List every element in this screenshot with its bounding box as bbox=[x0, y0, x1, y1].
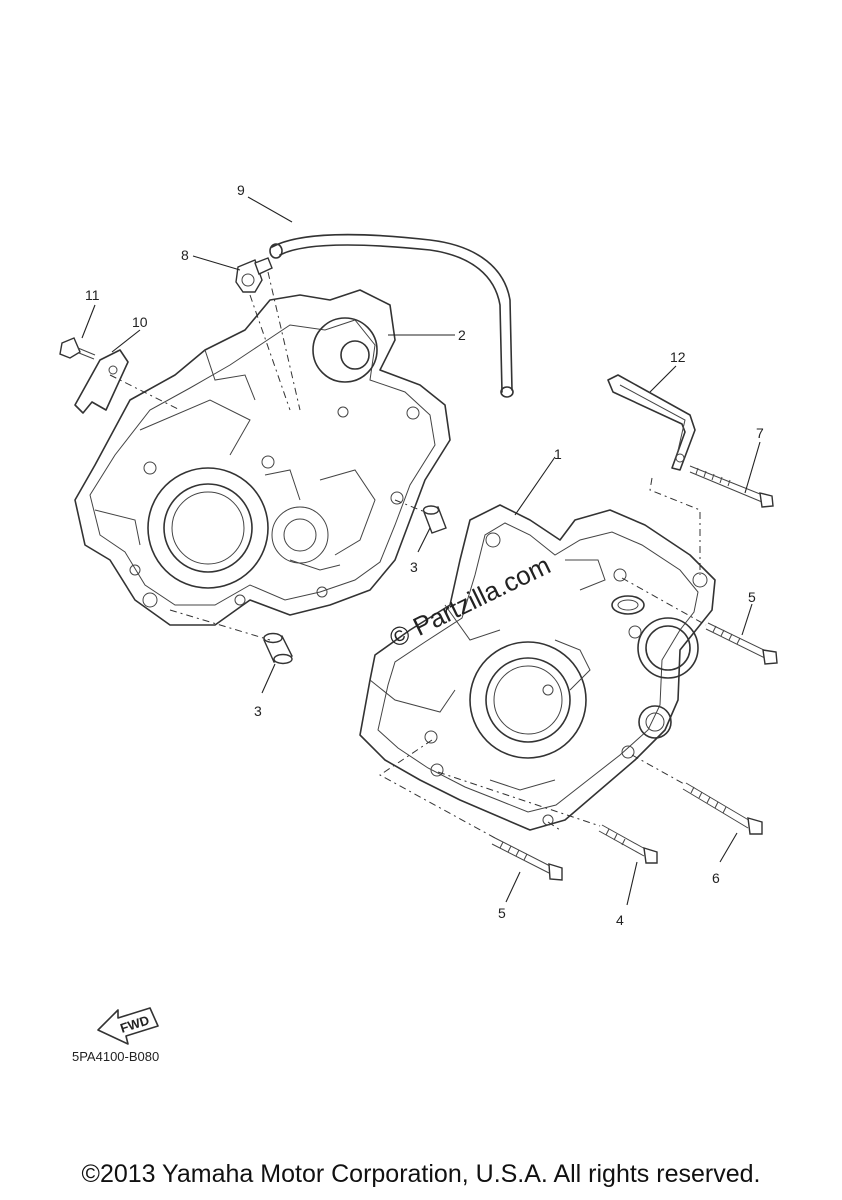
callout-2: 2 bbox=[458, 327, 466, 343]
callout-5-lower: 5 bbox=[498, 905, 506, 921]
callout-11: 11 bbox=[85, 287, 100, 303]
callout-12: 12 bbox=[670, 349, 686, 365]
right-crankcase bbox=[359, 504, 716, 831]
bolt-5-upper bbox=[705, 622, 778, 665]
bolt-5-lower bbox=[491, 837, 563, 881]
callout-5-upper: 5 bbox=[748, 589, 756, 605]
leader-lines bbox=[81, 196, 761, 906]
bolt-4 bbox=[598, 824, 658, 864]
callout-4: 4 bbox=[616, 912, 624, 928]
callout-6: 6 bbox=[712, 870, 720, 886]
copyright-notice: ©2013 Yamaha Motor Corporation, U.S.A. A… bbox=[81, 1160, 761, 1188]
bolt-7 bbox=[689, 465, 774, 508]
callout-9: 9 bbox=[237, 182, 245, 198]
assembly-lines bbox=[109, 271, 707, 839]
bolt-11 bbox=[59, 337, 96, 360]
left-crankcase bbox=[74, 289, 451, 626]
callout-8: 8 bbox=[181, 247, 189, 263]
callout-7: 7 bbox=[756, 425, 764, 441]
callout-1: 1 bbox=[554, 446, 562, 462]
fwd-arrow-icon: FWD bbox=[97, 1007, 159, 1045]
dowel-pin-lower bbox=[263, 632, 293, 665]
bolt-6 bbox=[682, 782, 763, 835]
bracket-10 bbox=[74, 349, 129, 414]
hose-fitting bbox=[235, 257, 273, 293]
callout-labels: 1 2 3 3 4 5 5 6 7 8 9 10 11 12 bbox=[85, 182, 764, 928]
guide-12 bbox=[607, 374, 696, 471]
diagram-code: 5PA4100-B080 bbox=[72, 1049, 159, 1064]
dowel-pin-upper bbox=[422, 505, 447, 534]
callout-3-lower: 3 bbox=[254, 703, 262, 719]
callout-3-upper: 3 bbox=[410, 559, 418, 575]
callout-10: 10 bbox=[132, 314, 148, 330]
breather-hose bbox=[269, 233, 514, 398]
